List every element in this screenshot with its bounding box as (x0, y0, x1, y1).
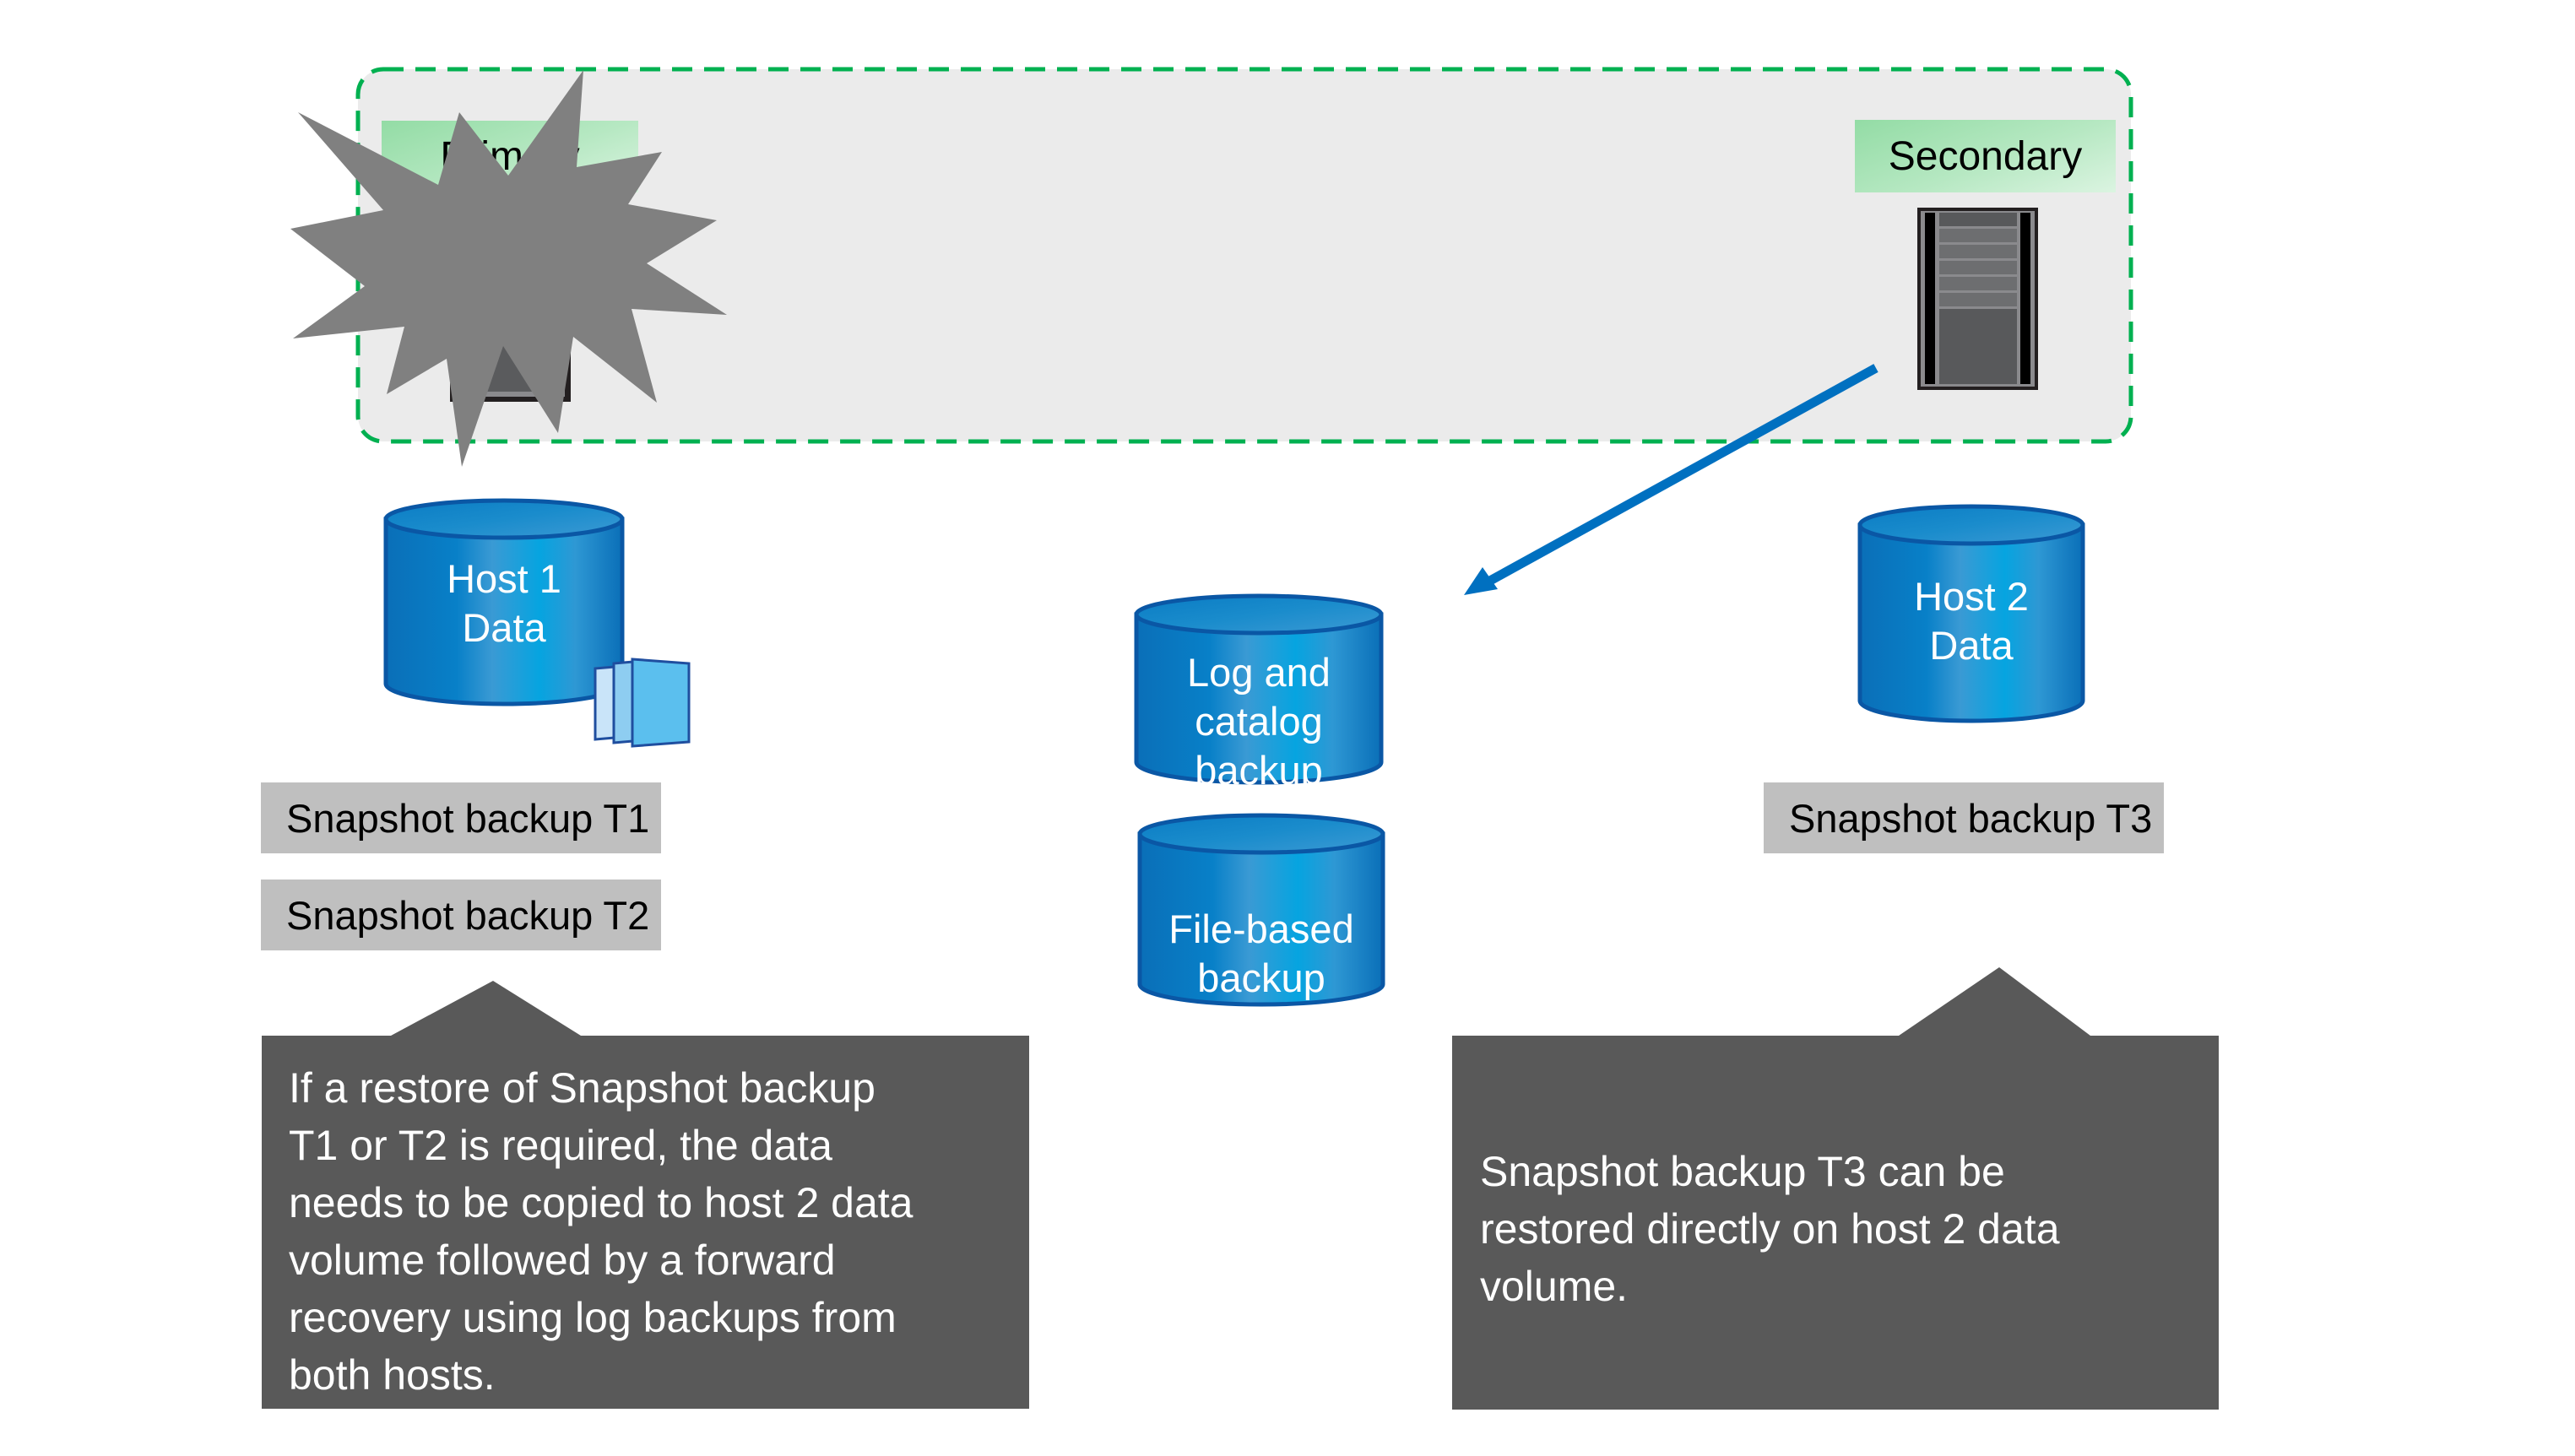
snapshot-t2-box: Snapshot backup T2 (261, 880, 661, 950)
snapshot-t3-box: Snapshot backup T3 (1764, 782, 2164, 853)
log-catalog-backup-volume (1134, 593, 1384, 785)
right-callout-shape (1452, 967, 2219, 1410)
replication-arrow (1464, 364, 1878, 595)
snapshot-pages-icon (594, 658, 691, 748)
file-based-backup-volume (1137, 813, 1385, 1007)
snapshot-t1-box: Snapshot backup T1 (261, 782, 661, 853)
host2-data-volume (1857, 504, 2085, 723)
host1-data-volume (383, 498, 625, 706)
right-callout-text: Snapshot backup T3 can be restored direc… (1480, 1148, 2060, 1310)
file-based-backup-label: File-based backup (1168, 907, 1354, 1000)
secondary-label: Secondary (1855, 120, 2116, 192)
host2-data-label: Host 2 Data (1914, 574, 2029, 668)
left-callout-shape (262, 981, 1029, 1409)
log-catalog-backup-label: Log and catalog backup (1187, 650, 1331, 793)
left-callout-text: If a restore of Snapshot backup T1 or T2… (289, 1064, 913, 1399)
host1-data-label: Host 1 Data (447, 556, 561, 650)
secondary-server-icon (1917, 208, 2038, 390)
